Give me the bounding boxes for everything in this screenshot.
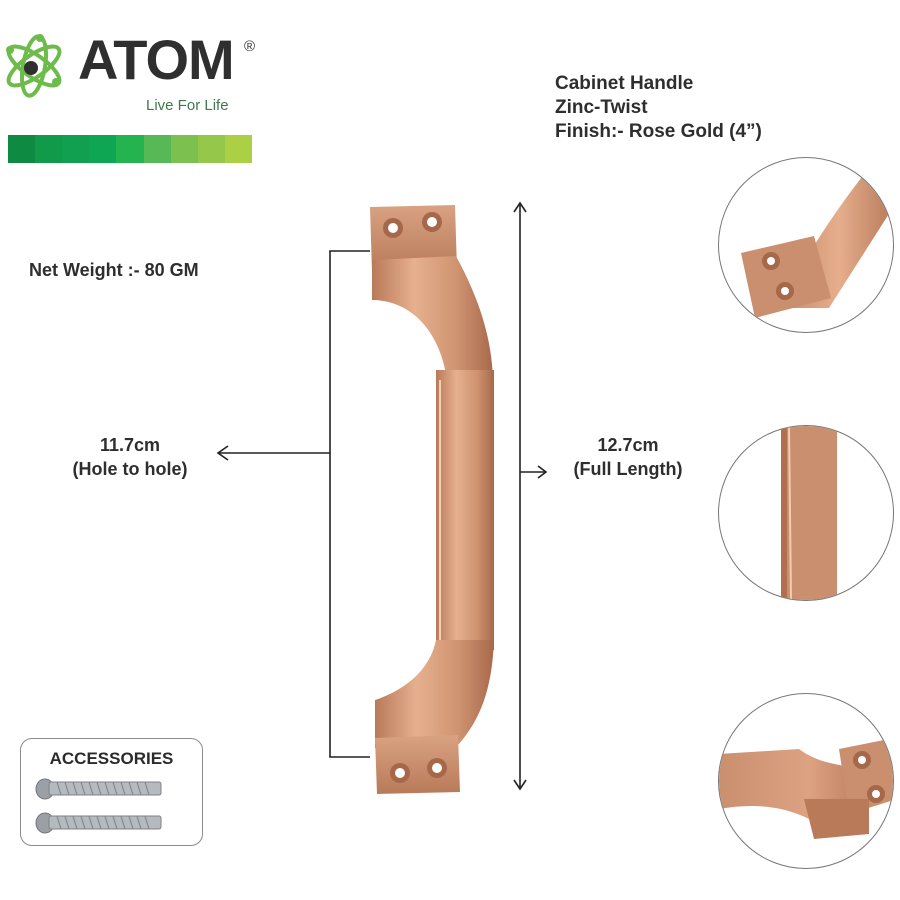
atom-icon — [6, 34, 62, 98]
detail-view-top-end — [718, 157, 894, 333]
cabinet-handle-image — [370, 205, 494, 794]
color-strip-segment — [224, 135, 252, 163]
color-strip-segment — [197, 135, 225, 163]
full-length-arrow — [513, 201, 548, 791]
hole-to-hole-label: (Hole to hole) — [72, 459, 188, 479]
color-strip-segment — [116, 135, 144, 163]
product-title-line: Cabinet Handle — [555, 73, 694, 94]
screw-icon — [35, 812, 162, 834]
brand-tagline: Live For Life — [146, 97, 229, 114]
hole-to-hole-value: 11.7cm — [99, 435, 161, 455]
hole-to-hole-dimension: 11.7cm (Hole to hole) — [55, 433, 205, 481]
brand-logo — [0, 30, 270, 170]
detail-view-middle-bar — [718, 425, 894, 601]
color-strip-segment — [143, 135, 171, 163]
accessories-panel: ACCESSORIES — [20, 738, 203, 846]
registered-mark: ® — [244, 38, 256, 55]
brand-name: ATOM — [78, 28, 235, 91]
product-title-line: Finish:- Rose Gold (4”) — [555, 121, 762, 142]
color-strip-segment — [89, 135, 117, 163]
full-length-label: (Full Length) — [573, 459, 683, 479]
full-length-dimension: 12.7cm (Full Length) — [558, 433, 698, 481]
color-strip-segment — [8, 135, 36, 163]
screw-icon — [35, 778, 162, 800]
product-title: Cabinet Handle Zinc-Twist Finish:- Rose … — [555, 72, 762, 144]
hole-to-hole-bracket — [216, 250, 370, 758]
accessories-title: ACCESSORIES — [49, 749, 174, 768]
brand-color-strip — [8, 135, 252, 163]
detail-view-bottom-end — [718, 693, 894, 869]
product-title-line: Zinc-Twist — [555, 97, 648, 118]
color-strip-segment — [170, 135, 198, 163]
color-strip-segment — [35, 135, 63, 163]
color-strip-segment — [62, 135, 90, 163]
net-weight: Net Weight :- 80 GM — [29, 260, 199, 280]
full-length-value: 12.7cm — [597, 435, 659, 455]
